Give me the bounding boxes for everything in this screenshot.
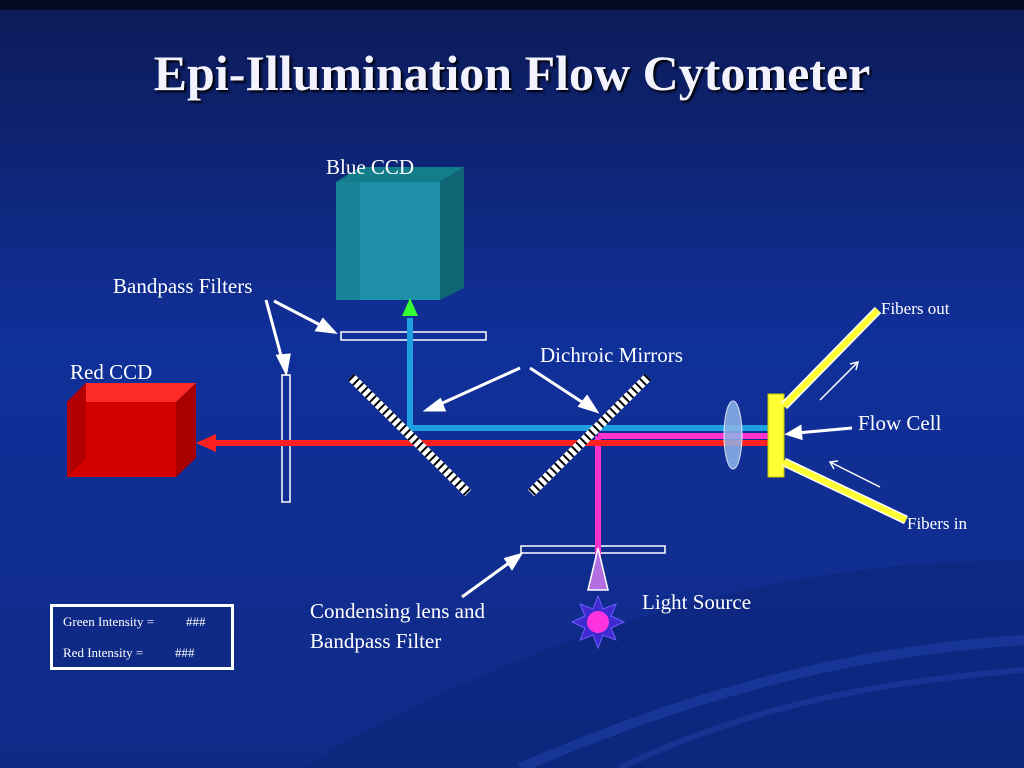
red-intensity-value: ### bbox=[175, 645, 195, 660]
label-light-source: Light Source bbox=[642, 590, 752, 614]
page-title: Epi-Illumination Flow Cytometer bbox=[153, 45, 871, 101]
fiber-out-direction-arrow bbox=[819, 360, 860, 401]
red-intensity-label: Red Intensity = bbox=[63, 645, 144, 660]
green-intensity-value: ### bbox=[186, 614, 206, 629]
label-dichroic-mirrors: Dichroic Mirrors bbox=[540, 343, 683, 367]
dichroic-mirror-right bbox=[527, 373, 652, 497]
red-ccd-cube bbox=[67, 383, 196, 477]
green-intensity-label: Green Intensity = bbox=[63, 614, 155, 629]
label-condensing-line1: Condensing lens and bbox=[310, 599, 485, 623]
label-fibers-in: Fibers in bbox=[907, 514, 967, 533]
label-blue-ccd: Blue CCD bbox=[326, 155, 415, 179]
red-arrow-left bbox=[196, 434, 216, 452]
condensing-filter bbox=[520, 545, 666, 554]
focusing-lens bbox=[723, 400, 743, 470]
flow-cell bbox=[767, 393, 785, 478]
blue-ccd-cube bbox=[336, 167, 464, 300]
intensity-readout-box: Green Intensity = ### Red Intensity = ##… bbox=[50, 604, 234, 670]
label-fibers-out: Fibers out bbox=[881, 299, 950, 318]
bandpass-filter-red bbox=[281, 374, 291, 503]
label-bandpass-filters: Bandpass Filters bbox=[113, 274, 253, 298]
fibers-out bbox=[780, 306, 882, 410]
fiber-in-direction-arrow bbox=[828, 460, 881, 488]
green-arrow-up bbox=[402, 298, 418, 316]
pointer-arrows bbox=[264, 299, 853, 599]
light-source bbox=[570, 547, 626, 650]
label-condensing-line2: Bandpass Filter bbox=[310, 629, 442, 653]
label-flow-cell: Flow Cell bbox=[858, 411, 942, 435]
bandpass-filter-blue bbox=[340, 331, 487, 341]
fibers-in bbox=[782, 457, 908, 525]
dichroic-mirror-left bbox=[347, 373, 472, 497]
label-red-ccd: Red CCD bbox=[70, 360, 153, 384]
